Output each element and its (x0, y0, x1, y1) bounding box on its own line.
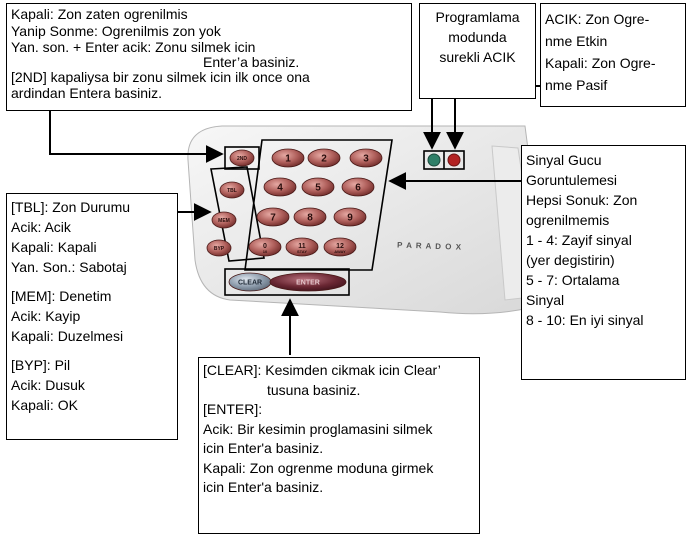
callout-line: icin Enter'a basiniz. (203, 440, 324, 456)
callout-line: modunda (448, 29, 507, 45)
callout-line: [TBL]: Zon Durumu (11, 199, 131, 215)
key-4[interactable]: 4 (263, 177, 297, 197)
callout-zone-status: Kapali: Zon zaten ogrenilmis Yanip Sonme… (6, 3, 412, 111)
callout-line: Programlama (435, 9, 520, 25)
key-label: 11 (298, 243, 306, 250)
enter-button[interactable]: ENTER (269, 272, 347, 292)
callout-line: Kapali: Duzelmesi (11, 328, 124, 344)
callout-function-keys: [TBL]: Zon Durumu Acik: Acik Kapali: Kap… (6, 193, 178, 440)
key-6[interactable]: 6 (341, 177, 375, 197)
callout-line: surekli ACIK (439, 49, 516, 65)
status-leds (423, 150, 465, 170)
key-label: 5 (315, 183, 321, 194)
callout-line: Acik: Kayip (11, 308, 81, 324)
key-9[interactable]: 9 (333, 207, 367, 227)
key-label: 0 (263, 243, 267, 250)
callout-line: Acik: Bir kesimin proglamasini silmek (203, 420, 433, 437)
key-7[interactable]: 7 (256, 207, 290, 227)
callout-line: 8 - 10: En iyi sinyal (526, 312, 644, 328)
callout-line: Sinyal (526, 292, 565, 308)
green-led (427, 153, 441, 167)
key-tbl[interactable]: TBL (219, 181, 245, 199)
callout-line: Acik: Acik (11, 219, 71, 235)
key-label: CLEAR (238, 280, 262, 287)
key-label: 8 (307, 213, 313, 224)
callout-line: nme Pasif (545, 77, 608, 93)
arrow-2nd (49, 110, 224, 163)
key-mem[interactable]: MEM (211, 211, 237, 229)
callout-line: 5 - 7: Ortalama (526, 272, 620, 288)
callout-line: Acik: Dusuk (11, 377, 85, 393)
callout-line: [ENTER]: (203, 401, 263, 417)
callout-line: nme Etkin (545, 33, 608, 49)
key-label: 9 (347, 213, 353, 224)
key-label: 2 (321, 154, 327, 165)
key-label: 3 (363, 154, 369, 165)
number-pad-box (244, 139, 393, 271)
callout-line: [2ND] kapaliysa bir zonu silmek icin ilk… (11, 68, 310, 85)
callout-programming-mode: Programlama modunda surekli ACIK (419, 3, 536, 99)
key-2[interactable]: 2 (307, 148, 341, 168)
key-label: 6 (355, 183, 361, 194)
callout-line: Kapali: OK (11, 397, 78, 413)
red-led (447, 153, 461, 167)
callout-line: ogrenilmemis (526, 212, 610, 228)
function-key-group-box (210, 166, 265, 262)
callout-line: Sinyal Gucu (526, 152, 602, 168)
callout-line: Hepsi Sonuk: Zon (526, 192, 638, 208)
callout-line: [MEM]: Denetim (11, 288, 112, 304)
clear-button[interactable]: CLEAR (228, 272, 272, 292)
callout-line: Kapali: Zon zaten ogrenilmis (11, 6, 188, 22)
callout-line: Yan. Son.: Sabotaj (11, 259, 127, 275)
key-label: MEM (218, 218, 230, 224)
callout-line: tusuna basiniz. (267, 381, 361, 398)
key-1[interactable]: 1 (271, 148, 305, 168)
key-sublabel: 10 (263, 249, 268, 254)
key-label: 12 (336, 243, 344, 250)
callout-line: Yanip Sonme: Ogrenilmis zon yok (11, 22, 221, 39)
callout-line: 1 - 4: Zayif sinyal (526, 232, 632, 248)
key-label: 7 (270, 213, 276, 224)
callout-line: [CLEAR]: Kesimden cikmak icin Clear’ (203, 362, 441, 378)
callout-line: Kapali: Kapali (11, 239, 97, 255)
callout-line: (yer degistirin) (526, 252, 615, 268)
callout-line: ardindan Entera basiniz. (11, 85, 162, 101)
key-byp[interactable]: BYP (206, 239, 232, 257)
key-3[interactable]: 3 (349, 148, 383, 168)
key-label: 1 (285, 154, 291, 165)
brand-logo: P A R A D O X (397, 241, 462, 252)
key-5[interactable]: 5 (301, 177, 335, 197)
key-label: BYP (214, 246, 225, 252)
callout-zone-learning: ACIK: Zon Ogre- nme Etkin Kapali: Zon Og… (540, 3, 686, 107)
key-label: 4 (277, 183, 283, 194)
clear-enter-box (224, 268, 350, 296)
key-sublabel: STAY (297, 249, 307, 254)
callout-line: Goruntulemesi (526, 172, 618, 188)
key-sublabel: AWAY (334, 249, 346, 254)
callout-line: Yan. son. + Enter acik: Zonu silmek icin (11, 39, 256, 55)
key-label: TBL (227, 188, 237, 194)
key-8[interactable]: 8 (293, 207, 327, 227)
callout-line: ACIK: Zon Ogre- (545, 11, 650, 27)
callout-signal-strength: Sinyal Gucu Goruntulemesi Hepsi Sonuk: Z… (521, 145, 686, 380)
key-0[interactable]: 010 (248, 237, 282, 257)
key-2nd[interactable]: 2ND (229, 149, 255, 167)
callout-line: icin Enter'a basiniz. (203, 479, 324, 495)
key-label: ENTER (296, 280, 320, 287)
callout-clear-enter: [CLEAR]: Kesimden cikmak icin Clear’ tus… (198, 357, 480, 534)
callout-line: Kapali: Zon Ogre- (545, 55, 656, 71)
callout-line: Kapali: Zon ogrenme moduna girmek (203, 459, 434, 476)
key-label: 2ND (237, 156, 247, 162)
callout-line: [BYP]: Pil (11, 357, 71, 373)
callout-line: Enter’a basiniz. (203, 53, 300, 70)
